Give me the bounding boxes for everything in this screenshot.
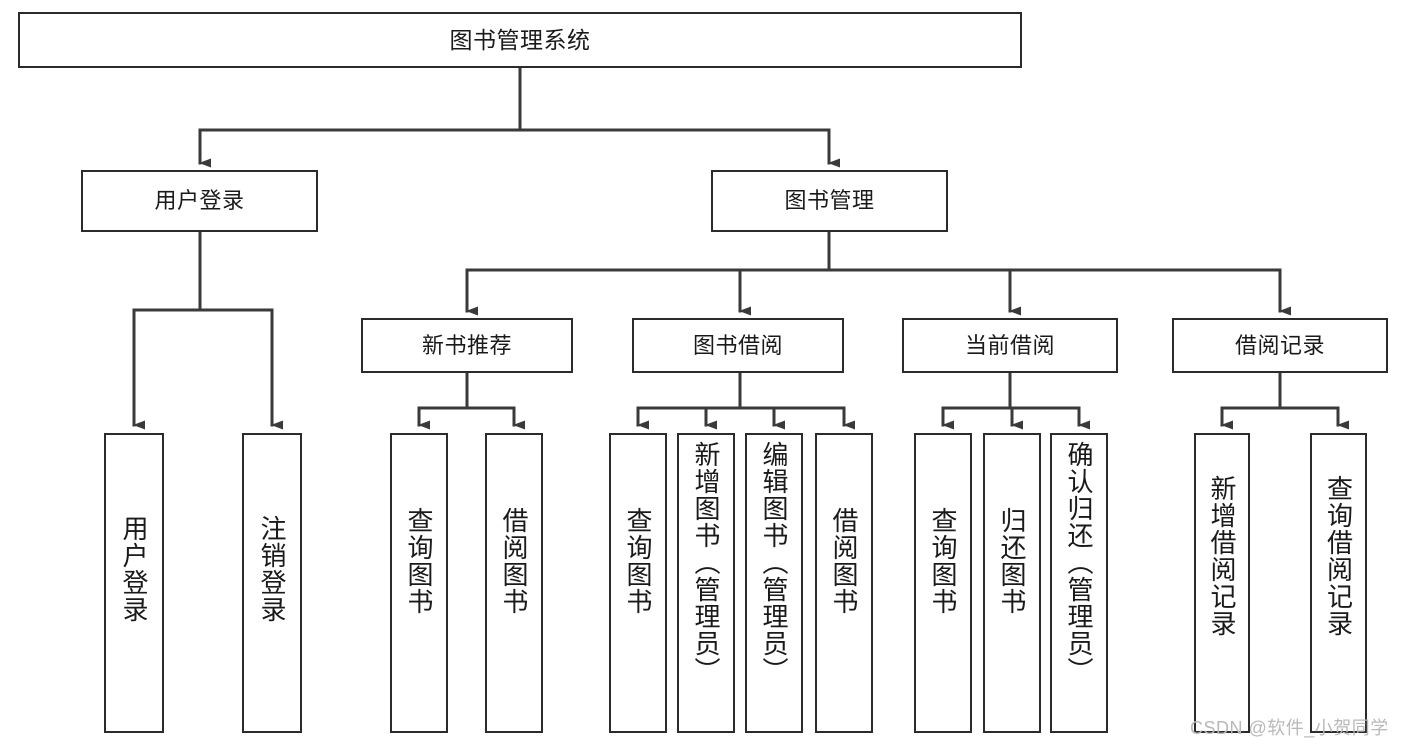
node-leaf-add-record[interactable]: 新增借阅记录 <box>1194 433 1250 733</box>
node-book-borrow-label: 图书借阅 <box>692 332 783 358</box>
node-leaf-edit-book-label: 编辑图书（管理员） <box>759 441 789 684</box>
node-leaf-user-login-label: 用户登录 <box>119 515 149 623</box>
node-leaf-borrow-book-2-label: 借阅图书 <box>829 507 859 615</box>
node-book-manage[interactable]: 图书管理 <box>711 170 948 232</box>
node-new-book-recommend-label: 新书推荐 <box>421 332 512 358</box>
node-new-book-recommend[interactable]: 新书推荐 <box>361 318 573 373</box>
node-borrow-record[interactable]: 借阅记录 <box>1172 318 1388 373</box>
node-book-borrow[interactable]: 图书借阅 <box>632 318 844 373</box>
node-leaf-query-book-2[interactable]: 查询图书 <box>609 433 667 733</box>
node-leaf-add-record-label: 新增借阅记录 <box>1207 475 1237 637</box>
node-leaf-confirm-return-label: 确认归还（管理员） <box>1064 441 1094 684</box>
node-root[interactable]: 图书管理系统 <box>18 12 1022 68</box>
node-user-login-label: 用户登录 <box>154 188 245 214</box>
node-user-login[interactable]: 用户登录 <box>81 170 318 232</box>
node-root-label: 图书管理系统 <box>449 26 591 53</box>
csdn-watermark: CSDN @软件_小贺同学 <box>1190 718 1389 738</box>
node-leaf-query-book-2-label: 查询图书 <box>623 507 653 615</box>
node-leaf-query-book-1[interactable]: 查询图书 <box>390 433 448 733</box>
node-leaf-user-login[interactable]: 用户登录 <box>104 433 164 733</box>
node-current-borrow[interactable]: 当前借阅 <box>902 318 1118 373</box>
node-leaf-query-book-1-label: 查询图书 <box>404 507 434 615</box>
node-leaf-add-book[interactable]: 新增图书（管理员） <box>677 433 735 733</box>
node-leaf-query-record[interactable]: 查询借阅记录 <box>1310 433 1367 733</box>
node-leaf-query-record-label: 查询借阅记录 <box>1323 475 1354 637</box>
node-book-manage-label: 图书管理 <box>784 188 875 214</box>
node-leaf-edit-book[interactable]: 编辑图书（管理员） <box>745 433 803 733</box>
node-leaf-query-book-3[interactable]: 查询图书 <box>914 433 972 733</box>
node-leaf-return-book[interactable]: 归还图书 <box>983 433 1041 733</box>
node-leaf-borrow-book-1-label: 借阅图书 <box>499 507 529 615</box>
node-leaf-query-book-3-label: 查询图书 <box>928 507 958 615</box>
node-leaf-add-book-label: 新增图书（管理员） <box>691 441 721 684</box>
node-leaf-logout-login-label: 注销登录 <box>257 515 287 623</box>
node-leaf-return-book-label: 归还图书 <box>997 507 1027 615</box>
node-leaf-logout-login[interactable]: 注销登录 <box>242 433 302 733</box>
node-current-borrow-label: 当前借阅 <box>964 332 1055 358</box>
node-borrow-record-label: 借阅记录 <box>1234 332 1325 358</box>
node-leaf-borrow-book-1[interactable]: 借阅图书 <box>485 433 543 733</box>
node-leaf-confirm-return[interactable]: 确认归还（管理员） <box>1050 433 1108 733</box>
node-leaf-borrow-book-2[interactable]: 借阅图书 <box>815 433 873 733</box>
